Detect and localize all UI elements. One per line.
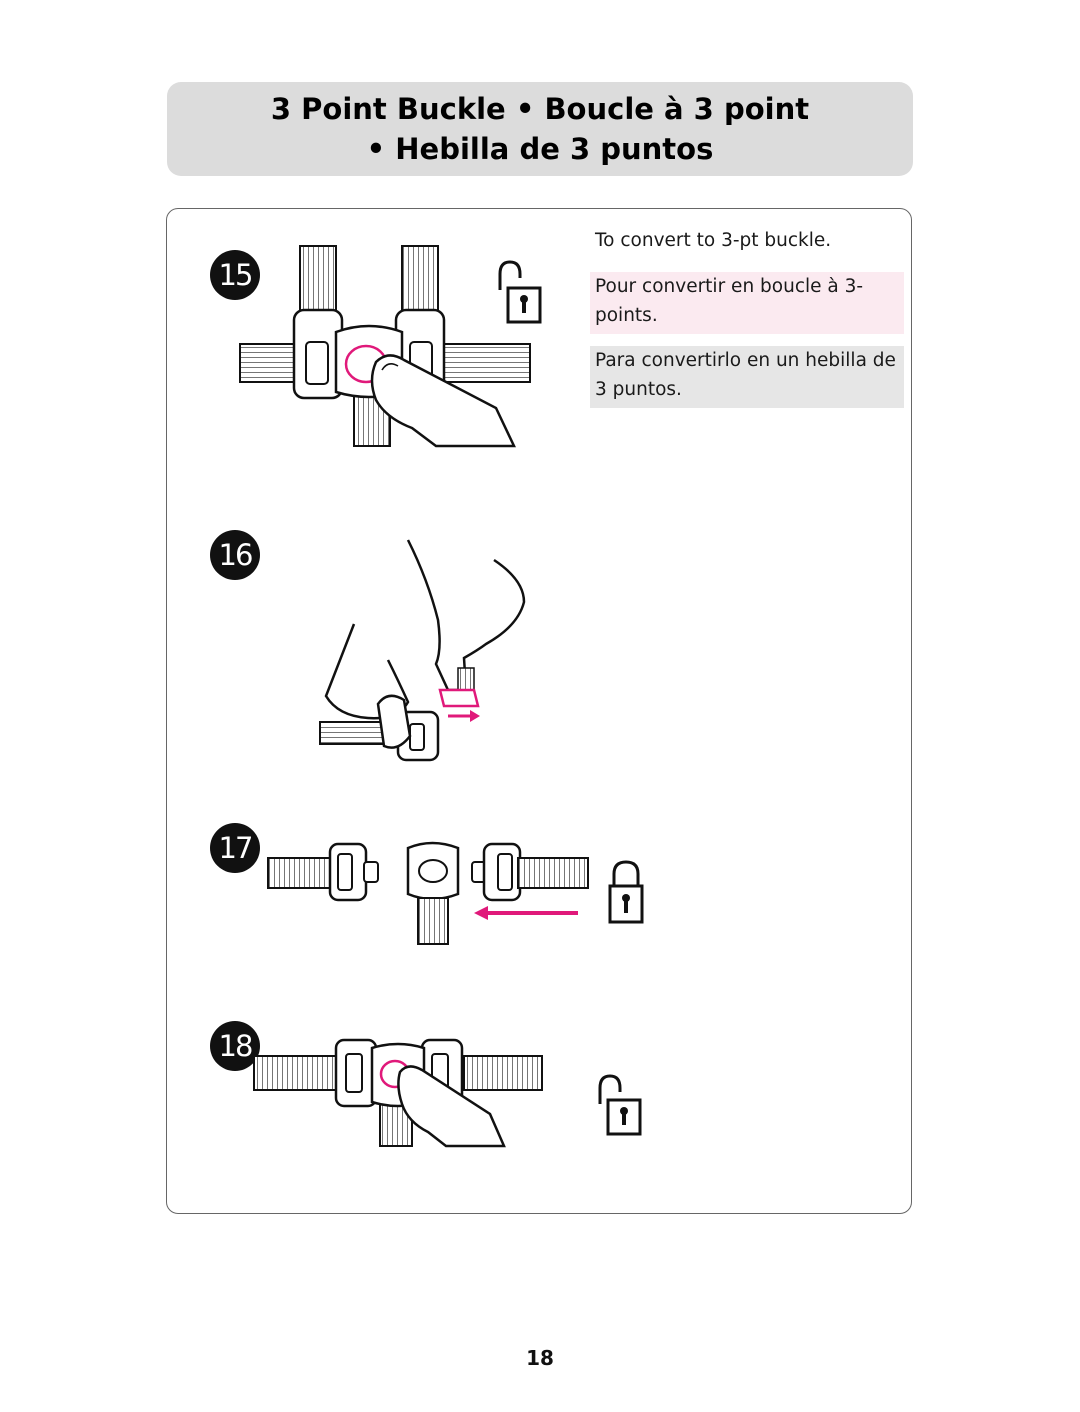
page-number: 18 (526, 1346, 554, 1370)
instruction-english: To convert to 3-pt buckle. (595, 230, 832, 251)
instruction-french: Pour convertir en boucle à 3-points. (590, 272, 904, 334)
locked-padlock-icon (608, 860, 644, 924)
title-bar: 3 Point Buckle • Boucle à 3 point • Hebi… (167, 82, 913, 176)
instruction-spanish: Para convertirlo en un hebilla de 3 punt… (590, 346, 904, 408)
title-line-2: • Hebilla de 3 puntos (366, 132, 714, 166)
step-15-buckle-illustration (239, 245, 531, 448)
unlocked-padlock-icon (498, 260, 542, 324)
step-number-15: 15 (210, 250, 260, 300)
title-line-1: 3 Point Buckle • Boucle à 3 point (270, 92, 810, 126)
step-18-buckle-illustration (253, 1038, 543, 1148)
unlocked-padlock-icon-2 (598, 1074, 642, 1136)
step-number-17: 17 (210, 823, 260, 873)
step-number-18: 18 (210, 1021, 260, 1071)
step-17-buckle-parts-illustration (267, 841, 589, 945)
step-number-16: 16 (210, 530, 260, 580)
step-16-hands-illustration (319, 539, 526, 762)
